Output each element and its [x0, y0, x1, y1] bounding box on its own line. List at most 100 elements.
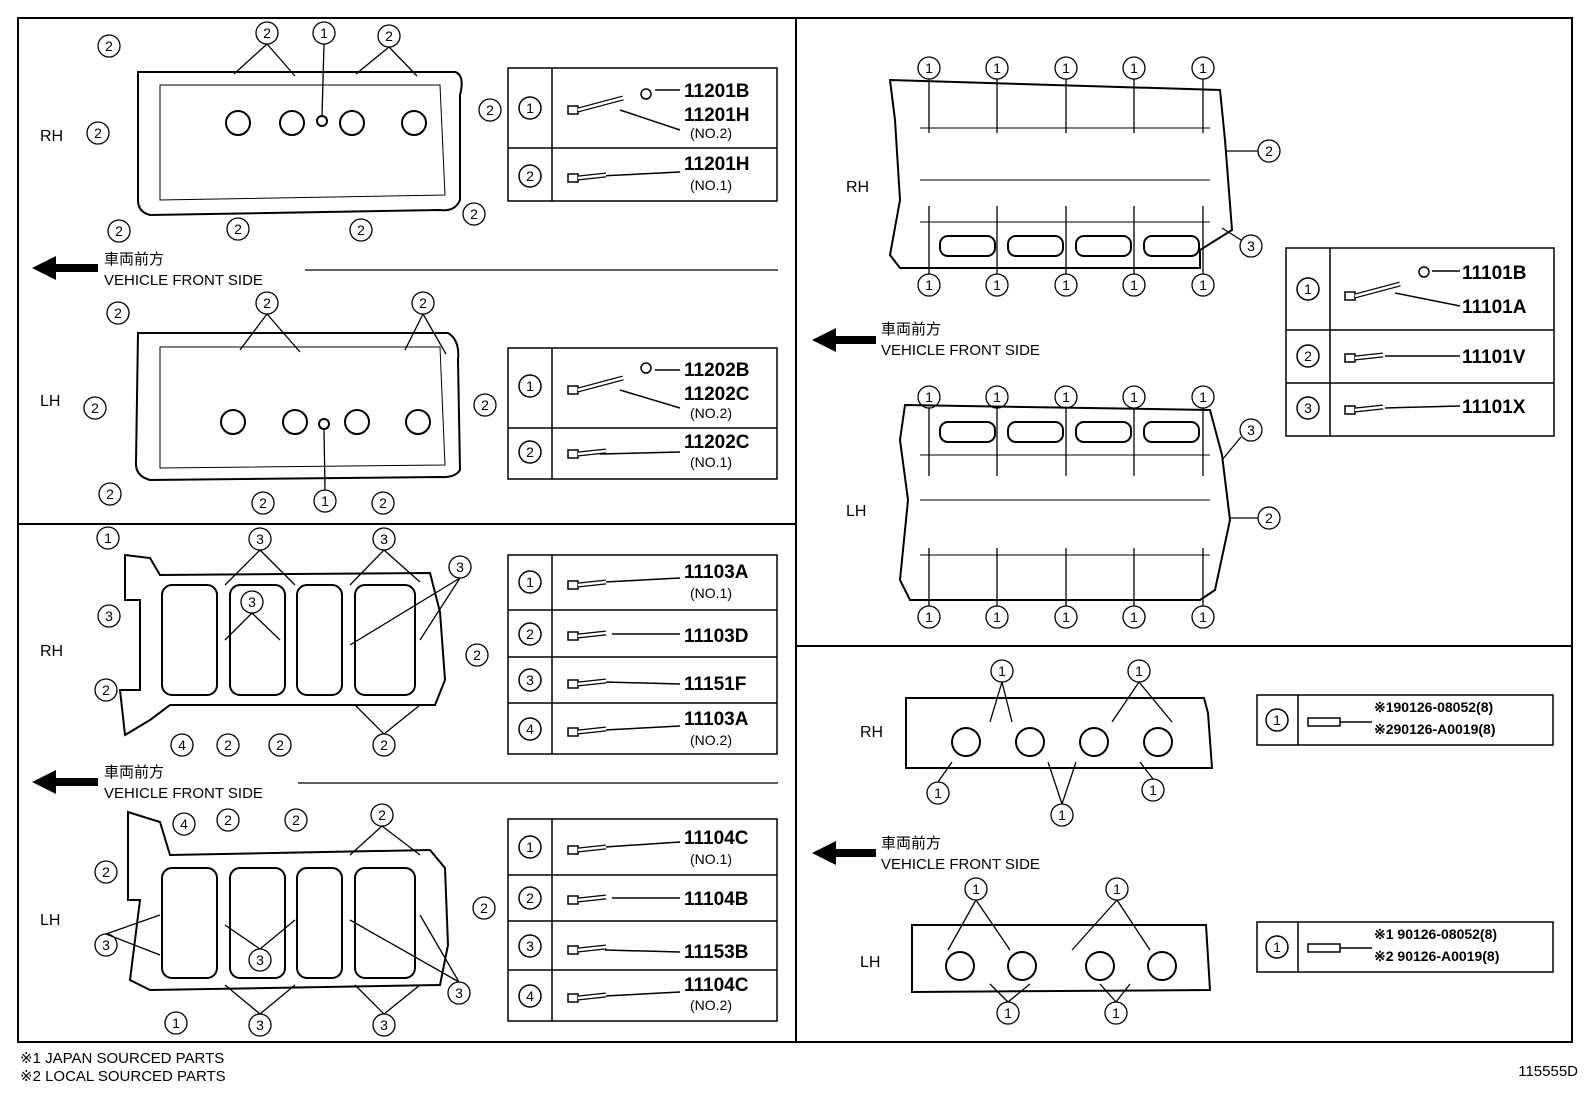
callout-1: 1 [321, 493, 329, 509]
head-side-lh [911, 924, 1212, 994]
callout-1: 1 [934, 785, 942, 801]
head-callouts [917, 56, 1281, 629]
callout-3: 3 [102, 937, 110, 953]
table-cover-rh-part-2: 11201H [684, 154, 750, 175]
callout-2: 2 [263, 295, 271, 311]
table-cover-lh-num-2: 2 [526, 444, 534, 460]
table-head-part-1b: 11101A [1462, 297, 1527, 318]
carrier-lh [127, 810, 450, 992]
table-cover-lh [507, 347, 778, 480]
table-cover-lh-part-1b: 11202C [684, 384, 750, 405]
callout-1: 1 [925, 277, 933, 293]
callout-3: 3 [1247, 238, 1255, 254]
carrier-rh-callouts [94, 526, 489, 757]
head-side-rh [905, 697, 1214, 769]
callout-3: 3 [380, 531, 388, 547]
callout-2: 2 [91, 400, 99, 416]
head-rh [888, 78, 1234, 269]
front-arrow-b-en: VEHICLE FRONT SIDE [104, 785, 263, 802]
callout-3: 3 [105, 608, 113, 624]
front-arrow-d [812, 841, 876, 865]
callout-2: 2 [114, 305, 122, 321]
callout-2: 2 [380, 737, 388, 753]
callout-2: 2 [385, 28, 393, 44]
table-carrier-lh-num-3: 3 [526, 938, 534, 954]
callout-1: 1 [1199, 609, 1207, 625]
callout-1: 1 [1112, 1005, 1120, 1021]
callout-1: 1 [1149, 782, 1157, 798]
cover-rh-gasket [137, 71, 463, 217]
callout-1: 1 [925, 609, 933, 625]
table-cover-rh-num-2: 2 [526, 168, 534, 184]
callout-1: 1 [1135, 663, 1143, 679]
front-arrow-a-jp: 車両前方 [104, 251, 164, 268]
table-carrier-rh-num-4: 4 [526, 721, 534, 737]
front-arrow-a-en: VEHICLE FRONT SIDE [104, 272, 263, 289]
side-label-a-rh: RH [40, 128, 63, 145]
front-arrow-a [32, 256, 778, 280]
table-cover-lh-sub-2: (NO.1) [690, 454, 732, 470]
callout-1: 1 [925, 389, 933, 405]
table-head-num-2: 2 [1304, 348, 1312, 364]
head-side-callouts [926, 659, 1173, 1025]
callout-3: 3 [256, 1017, 264, 1033]
cover-lh-callouts [83, 291, 497, 515]
callout-1: 1 [972, 881, 980, 897]
front-arrow-b [32, 770, 778, 794]
callout-2: 2 [106, 486, 114, 502]
side-label-b-lh: LH [40, 912, 60, 929]
table-cover-rh-part-1b: 11201H [684, 105, 750, 126]
table-carrier-lh-num-2: 2 [526, 890, 534, 906]
callout-1: 1 [998, 663, 1006, 679]
callout-2: 2 [419, 295, 427, 311]
callout-1: 1 [1130, 609, 1138, 625]
front-arrow-c-jp: 車両前方 [881, 321, 941, 338]
front-arrow-d-en: VEHICLE FRONT SIDE [881, 856, 1040, 873]
cover-rh-callouts [86, 21, 502, 243]
table-carrier-rh-part-4: 11103A [684, 709, 749, 730]
table-studs-rh-line2: ※290126-A0019(8) [1374, 721, 1495, 737]
table-head-part-3: 11101X [1462, 397, 1526, 418]
callout-2: 2 [263, 25, 271, 41]
callout-3: 3 [456, 559, 464, 575]
callout-2: 2 [102, 864, 110, 880]
callout-2: 2 [1265, 143, 1273, 159]
table-studs-lh-num: 1 [1273, 939, 1281, 955]
table-carrier-lh-part-3: 11153B [684, 942, 748, 963]
callout-1: 1 [1199, 389, 1207, 405]
table-carrier-rh-num-1: 1 [526, 574, 534, 590]
callout-1: 1 [1199, 60, 1207, 76]
table-carrier-lh-num-1: 1 [526, 839, 534, 855]
carrier-rh [118, 553, 447, 737]
table-studs-rh-line1: ※190126-08052(8) [1374, 699, 1493, 715]
callout-3: 3 [256, 531, 264, 547]
callout-2: 2 [105, 38, 113, 54]
table-carrier-lh-sub-4: (NO.2) [690, 997, 732, 1013]
callout-2: 2 [486, 102, 494, 118]
table-head-part-1a: 11101B [1462, 263, 1526, 284]
table-carrier-rh [507, 554, 778, 755]
callout-2: 2 [259, 495, 267, 511]
frame [17, 17, 1573, 1043]
callout-3: 3 [256, 952, 264, 968]
table-cover-rh-part-1a: 11201B [684, 81, 750, 102]
table-head-num-1: 1 [1304, 281, 1312, 297]
front-arrow-c [812, 328, 876, 352]
callout-2: 2 [379, 495, 387, 511]
carrier-lh-callouts [94, 803, 496, 1037]
callout-1: 1 [1113, 881, 1121, 897]
table-carrier-lh-part-2: 11104B [684, 889, 748, 910]
callout-2: 2 [1265, 510, 1273, 526]
table-studs-lh [1256, 921, 1554, 973]
table-carrier-lh-part-1: 11104C [684, 828, 749, 849]
table-studs-rh-num: 1 [1273, 712, 1281, 728]
callout-1: 1 [172, 1015, 180, 1031]
callout-1: 1 [993, 609, 1001, 625]
callout-2: 2 [102, 682, 110, 698]
callout-1: 1 [925, 60, 933, 76]
table-head-num-3: 3 [1304, 400, 1312, 416]
callout-1: 1 [993, 389, 1001, 405]
callout-3: 3 [1247, 422, 1255, 438]
table-cover-rh-num-1: 1 [526, 100, 534, 116]
